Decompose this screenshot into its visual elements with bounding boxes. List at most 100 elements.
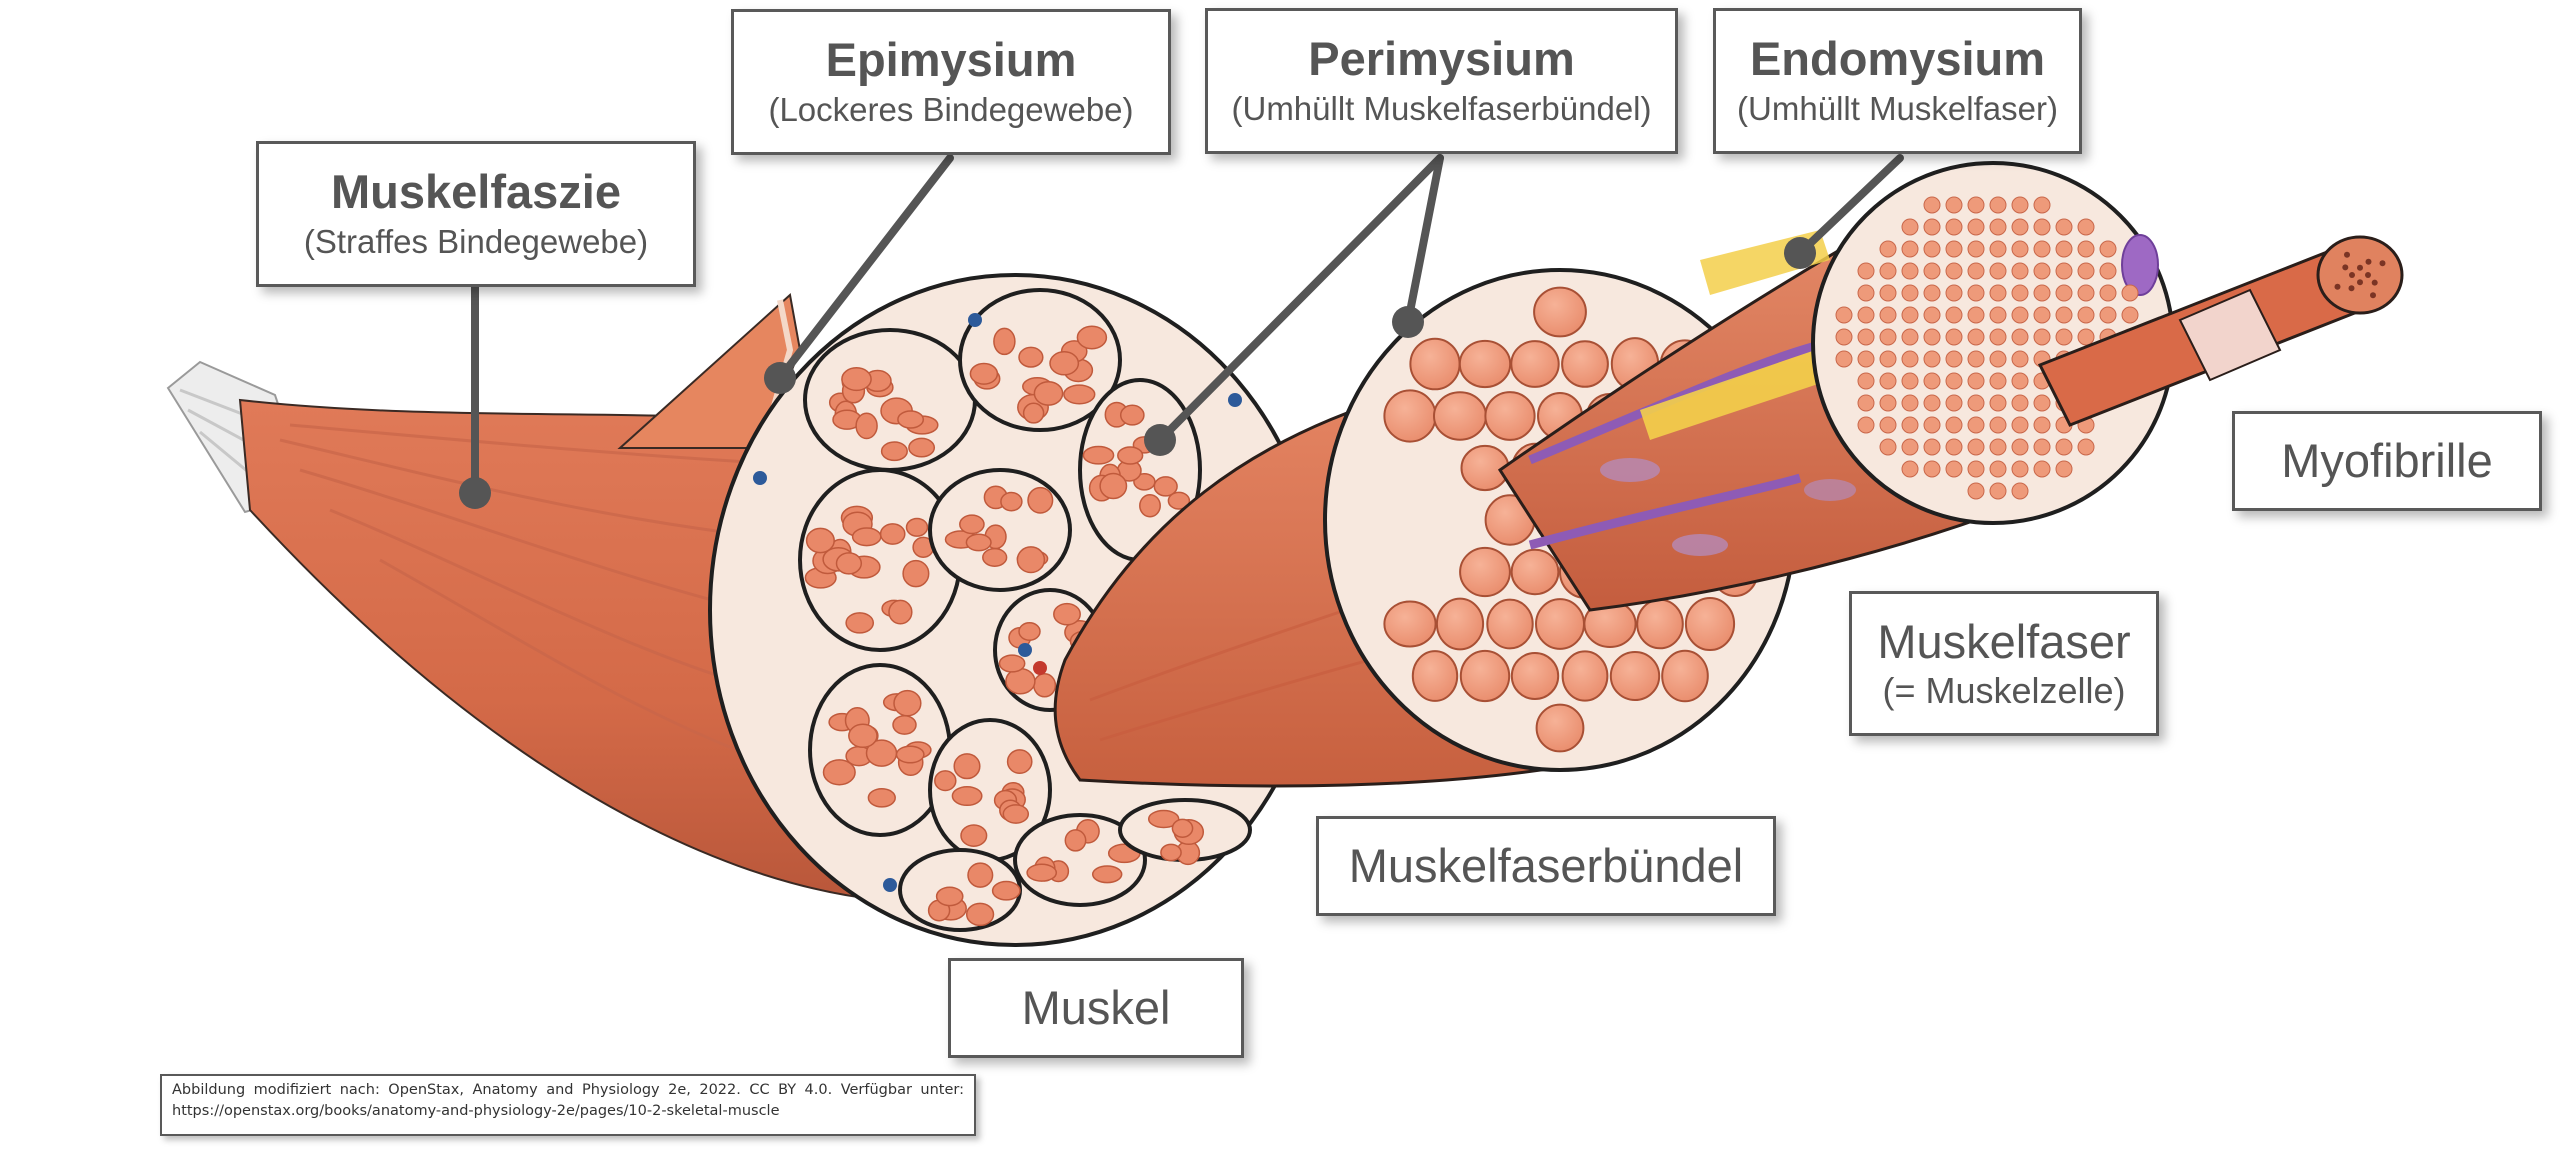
myofibril-dot xyxy=(1945,350,1963,368)
label-myofibrille: Myofibrille xyxy=(2232,411,2542,511)
fiber-dot xyxy=(1139,493,1161,518)
muscle-fiber-dot xyxy=(1458,339,1512,389)
fiber-dot xyxy=(1049,351,1080,376)
myofibril-dot xyxy=(2077,218,2095,236)
fiber-dot xyxy=(841,367,872,392)
label-epimysium: Epimysium (Lockeres Bindegewebe) xyxy=(731,9,1171,155)
myofibril-dot xyxy=(2011,438,2029,456)
muscle-fiber-dot xyxy=(1561,650,1609,702)
myofibril-dot xyxy=(1857,394,1875,412)
label-endomysium-sub: (Umhüllt Muskelfaser) xyxy=(1737,90,2058,128)
fiber-dot xyxy=(905,517,929,537)
muscle-fiber-dot xyxy=(1433,391,1487,441)
myofibril-dot xyxy=(1879,306,1897,324)
myofibril-dot xyxy=(1923,350,1941,368)
fiber-dot xyxy=(897,410,925,429)
muscle-fascicle xyxy=(803,328,977,472)
myofibril-dot xyxy=(2055,262,2073,280)
label-perimysium-title: Perimysium xyxy=(1308,32,1575,86)
myofibril-dot xyxy=(1989,460,2007,478)
muscle-fascicle xyxy=(1078,378,1202,562)
fiber-dot xyxy=(1119,404,1145,426)
myofibril-dot xyxy=(1989,284,2007,302)
myofibril-dot xyxy=(2033,328,2051,346)
myofibril-dot xyxy=(1857,284,1875,302)
myofibril-dot xyxy=(2055,218,2073,236)
blood-vessel xyxy=(1228,393,1242,407)
label-muskelfaser-sub: (= Muskelzelle) xyxy=(1882,669,2126,711)
leader-endomysium xyxy=(1796,154,1904,257)
fiber-dot xyxy=(1022,402,1045,424)
label-myofibrille-title: Myofibrille xyxy=(2281,433,2493,487)
fiber-dot xyxy=(879,523,906,545)
myofibril-dot xyxy=(1857,328,1875,346)
myofibril-dot xyxy=(2011,416,2029,434)
myofibril-drawing xyxy=(2037,235,2404,427)
myofibril-dot xyxy=(2011,482,2029,500)
fiber-dot xyxy=(902,559,930,588)
fiber-dot xyxy=(993,327,1016,356)
myofibril-dot xyxy=(1967,306,1985,324)
fiber-dot xyxy=(908,437,936,458)
myofibril-dot xyxy=(1923,284,1941,302)
label-endomysium-title: Endomysium xyxy=(1749,32,2046,86)
myofibril-dot xyxy=(1989,482,2007,500)
myofibril-dot xyxy=(1879,284,1897,302)
fiber-dot xyxy=(1167,491,1191,510)
fiber-dot xyxy=(835,552,863,575)
muscle-fiber-dot xyxy=(1411,650,1459,702)
muscle-fiber-dot xyxy=(1535,703,1585,753)
fiber-dot xyxy=(1153,476,1178,497)
muscle-fiber-dot xyxy=(1609,651,1661,701)
myofibril-dot xyxy=(1901,372,1919,390)
myofibril-dot xyxy=(2011,262,2029,280)
label-muskel-title: Muskel xyxy=(1021,980,1171,1034)
myofibril-dot xyxy=(1945,262,1963,280)
myofibril-dot xyxy=(1923,218,1941,236)
fiber-dot xyxy=(982,547,1008,567)
myofibril-dot xyxy=(1967,240,1985,258)
image-credit-line2: https://openstax.org/books/anatomy-and-p… xyxy=(172,1103,780,1120)
myofibril-dot xyxy=(1901,284,1919,302)
myofibril-dot xyxy=(1901,394,1919,412)
label-muskelfaszie: Muskelfaszie (Straffes Bindegewebe) xyxy=(256,141,696,287)
myofibril-dot xyxy=(2077,262,2095,280)
fiber-dot xyxy=(934,770,957,792)
myofibril-dot xyxy=(2121,306,2139,324)
fiber-dot xyxy=(1099,472,1128,500)
myofibril-dot xyxy=(1967,284,1985,302)
myofibril-dot xyxy=(1989,416,2007,434)
myofibril-dot xyxy=(2121,284,2139,302)
fiber-dot xyxy=(855,412,878,440)
fiber-dot xyxy=(867,787,896,808)
myofibril-dot xyxy=(1967,416,1985,434)
fiber-dot xyxy=(1091,865,1123,884)
fiber-dot xyxy=(822,759,856,786)
label-epimysium-title: Epimysium xyxy=(825,33,1077,87)
myofibril-dot xyxy=(2033,240,2051,258)
myofibril-dot xyxy=(1945,284,1963,302)
myofibril-dot xyxy=(1879,394,1897,412)
myofibril-dot xyxy=(2011,460,2029,478)
myofibril-dot xyxy=(1945,416,1963,434)
myofibril-dot xyxy=(1923,460,1941,478)
myofibril-dot xyxy=(1967,350,1985,368)
myofibril-dot xyxy=(1923,416,1941,434)
fiber-dot xyxy=(1033,380,1064,406)
fiber-dot xyxy=(935,886,964,907)
fiber-dot xyxy=(960,824,988,847)
myofibril-dot xyxy=(2033,460,2051,478)
myofibril-dot xyxy=(1945,438,1963,456)
fiber-dot xyxy=(1147,809,1180,829)
myofibril-dot xyxy=(1923,438,1941,456)
myofibril-dot xyxy=(2055,284,2073,302)
muscle-fascicles xyxy=(753,288,1252,932)
fiber-dot xyxy=(1033,673,1057,698)
myofibril-dot xyxy=(2077,328,2095,346)
fiber-dot xyxy=(1076,325,1108,350)
myofibril-dot xyxy=(1901,262,1919,280)
muscle-fiber-dot xyxy=(1459,546,1511,598)
myofibril-dot xyxy=(1923,306,1941,324)
myofibril-dot xyxy=(2099,284,2117,302)
